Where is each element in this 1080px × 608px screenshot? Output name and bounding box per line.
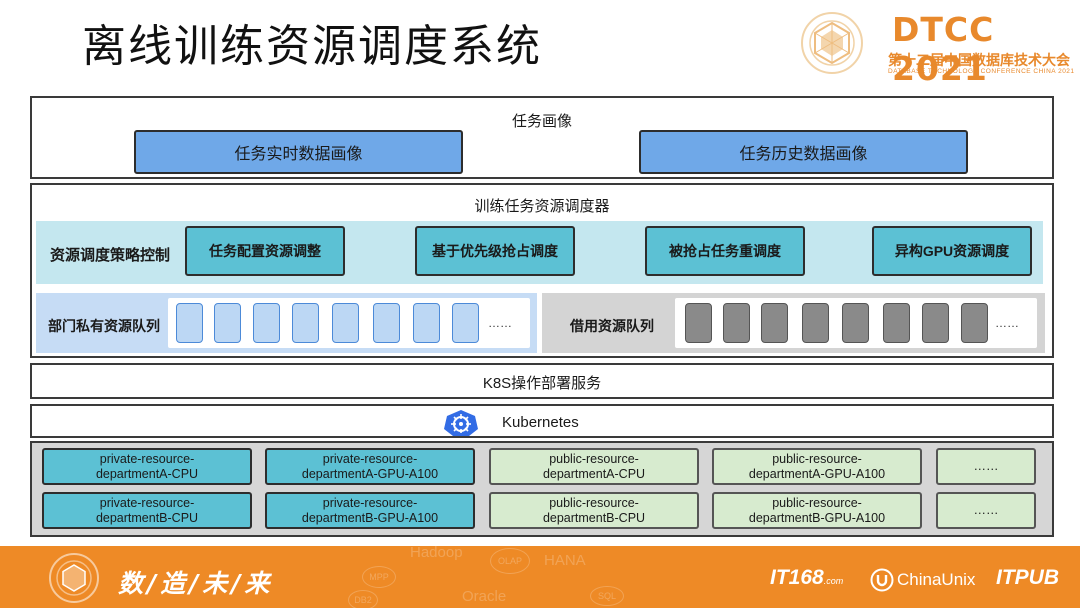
sponsor-it168-suffix: .com (823, 576, 844, 586)
conference-emblem-icon (801, 12, 863, 74)
footer-bg-word: OLAP (490, 548, 530, 574)
strategy-title: 资源调度策略控制 (50, 247, 171, 264)
borrow-queue-title: 借用资源队列 (570, 318, 654, 334)
footer-banner: Hadoop OLAP HANA MPP DB2 Oracle SQL 数/造/… (0, 546, 1080, 608)
footer-bg-word: Oracle (462, 588, 507, 605)
sponsor-chinaunix: ChinaUnix (897, 570, 976, 589)
kubernetes-title: Kubernetes (502, 414, 579, 431)
borrow-queue-slot (883, 303, 910, 343)
node-private-departmentA-gpu: private-resource- departmentA-GPU-A100 (265, 448, 475, 485)
private-queue-slot (292, 303, 319, 343)
borrow-queue-slot (961, 303, 988, 343)
slide-title: 离线训练资源调度系统 (82, 21, 542, 72)
private-queue-slot (332, 303, 359, 343)
realtime-profile-box: 任务实时数据画像 (134, 130, 463, 174)
borrow-queue-slot (723, 303, 750, 343)
node-public-departmentA-gpu: public-resource- departmentA-GPU-A100 (712, 448, 922, 485)
sponsor-it168-name: IT168 (770, 566, 824, 589)
node-line1: public-resource- (772, 495, 862, 510)
footer-bg-word: SQL (590, 586, 624, 606)
node-line2: departmentA-CPU (542, 466, 646, 481)
node-line2: departmentA-GPU-A100 (748, 466, 886, 481)
footer-bg-word: MPP (362, 566, 396, 588)
dtcc-brand: DTCC 2021 (892, 10, 995, 88)
private-queue-slot (176, 303, 203, 343)
node-private-departmentB-cpu: private-resource- departmentB-CPU (42, 492, 252, 529)
node-line2: departmentB-GPU-A100 (748, 510, 886, 525)
scheduler-title: 训练任务资源调度器 (474, 198, 610, 215)
sponsor-it168: IT168.com (770, 566, 843, 590)
node-line2: departmentB-GPU-A100 (301, 510, 439, 525)
node-line1: public-resource- (772, 451, 862, 466)
dtcc-logo: DTCC 2021 第十二届中国数据库技术大会 DATABASE TECHNOL… (792, 8, 1075, 88)
node-private-departmentA-cpu: private-resource- departmentA-CPU (42, 448, 252, 485)
node-line1: private-resource- (99, 495, 195, 510)
private-queue-slot (253, 303, 280, 343)
footer-bg-word: Hadoop (410, 546, 463, 561)
sponsor-itpub: ITPUB (996, 566, 1059, 589)
borrow-queue-more: …… (995, 316, 1019, 330)
private-queue-more: …… (488, 316, 512, 330)
node-line1: public-resource- (549, 451, 639, 466)
node-more-row2: …… (936, 492, 1036, 529)
k8s-service-title: K8S操作部署服务 (482, 375, 602, 392)
node-public-departmentB-cpu: public-resource- departmentB-CPU (489, 492, 699, 529)
footer-emblem-icon (49, 553, 99, 603)
footer-bg-word: HANA (544, 552, 586, 569)
strategy-reschedule: 被抢占任务重调度 (645, 226, 805, 276)
chinaunix-logo-icon (870, 568, 894, 592)
borrow-queue-slot (761, 303, 788, 343)
strategy-config-adjust: 任务配置资源调整 (185, 226, 345, 276)
node-line1: private-resource- (322, 495, 418, 510)
node-more-row1: …… (936, 448, 1036, 485)
borrow-queue-slot (802, 303, 829, 343)
node-line2: departmentA-GPU-A100 (301, 466, 439, 481)
dtcc-subtitle: 第十二届中国数据库技术大会 (888, 53, 1070, 69)
kubernetes-helm-icon (444, 410, 478, 436)
node-public-departmentB-gpu: public-resource- departmentB-GPU-A100 (712, 492, 922, 529)
borrow-queue-slot (922, 303, 949, 343)
borrow-queue-slot (685, 303, 712, 343)
private-queue-lane: …… (168, 298, 530, 348)
node-line2: departmentB-CPU (95, 510, 199, 525)
kubernetes-section (30, 404, 1054, 438)
dtcc-english: DATABASE TECHNOLOGY CONFERENCE CHINA 202… (888, 68, 1075, 75)
node-line2: departmentA-CPU (95, 466, 199, 481)
private-queue-slot (452, 303, 479, 343)
strategy-priority-preempt: 基于优先级抢占调度 (415, 226, 575, 276)
node-line1: private-resource- (322, 451, 418, 466)
node-line1: private-resource- (99, 451, 195, 466)
borrow-queue-slot (842, 303, 869, 343)
task-profile-title: 任务画像 (511, 113, 572, 130)
private-queue-slot (214, 303, 241, 343)
history-profile-box: 任务历史数据画像 (639, 130, 968, 174)
footer-slogan: 数/造/未/来 (118, 569, 274, 598)
footer-bg-word: DB2 (348, 590, 378, 608)
node-line1: public-resource- (549, 495, 639, 510)
node-private-departmentB-gpu: private-resource- departmentB-GPU-A100 (265, 492, 475, 529)
private-queue-slot (373, 303, 400, 343)
k8s-service-section (30, 363, 1054, 399)
node-public-departmentA-cpu: public-resource- departmentA-CPU (489, 448, 699, 485)
borrow-queue-lane: …… (675, 298, 1037, 348)
node-line2: departmentB-CPU (542, 510, 646, 525)
strategy-hetero-gpu: 异构GPU资源调度 (872, 226, 1032, 276)
private-queue-title: 部门私有资源队列 (48, 318, 160, 334)
private-queue-slot (413, 303, 440, 343)
